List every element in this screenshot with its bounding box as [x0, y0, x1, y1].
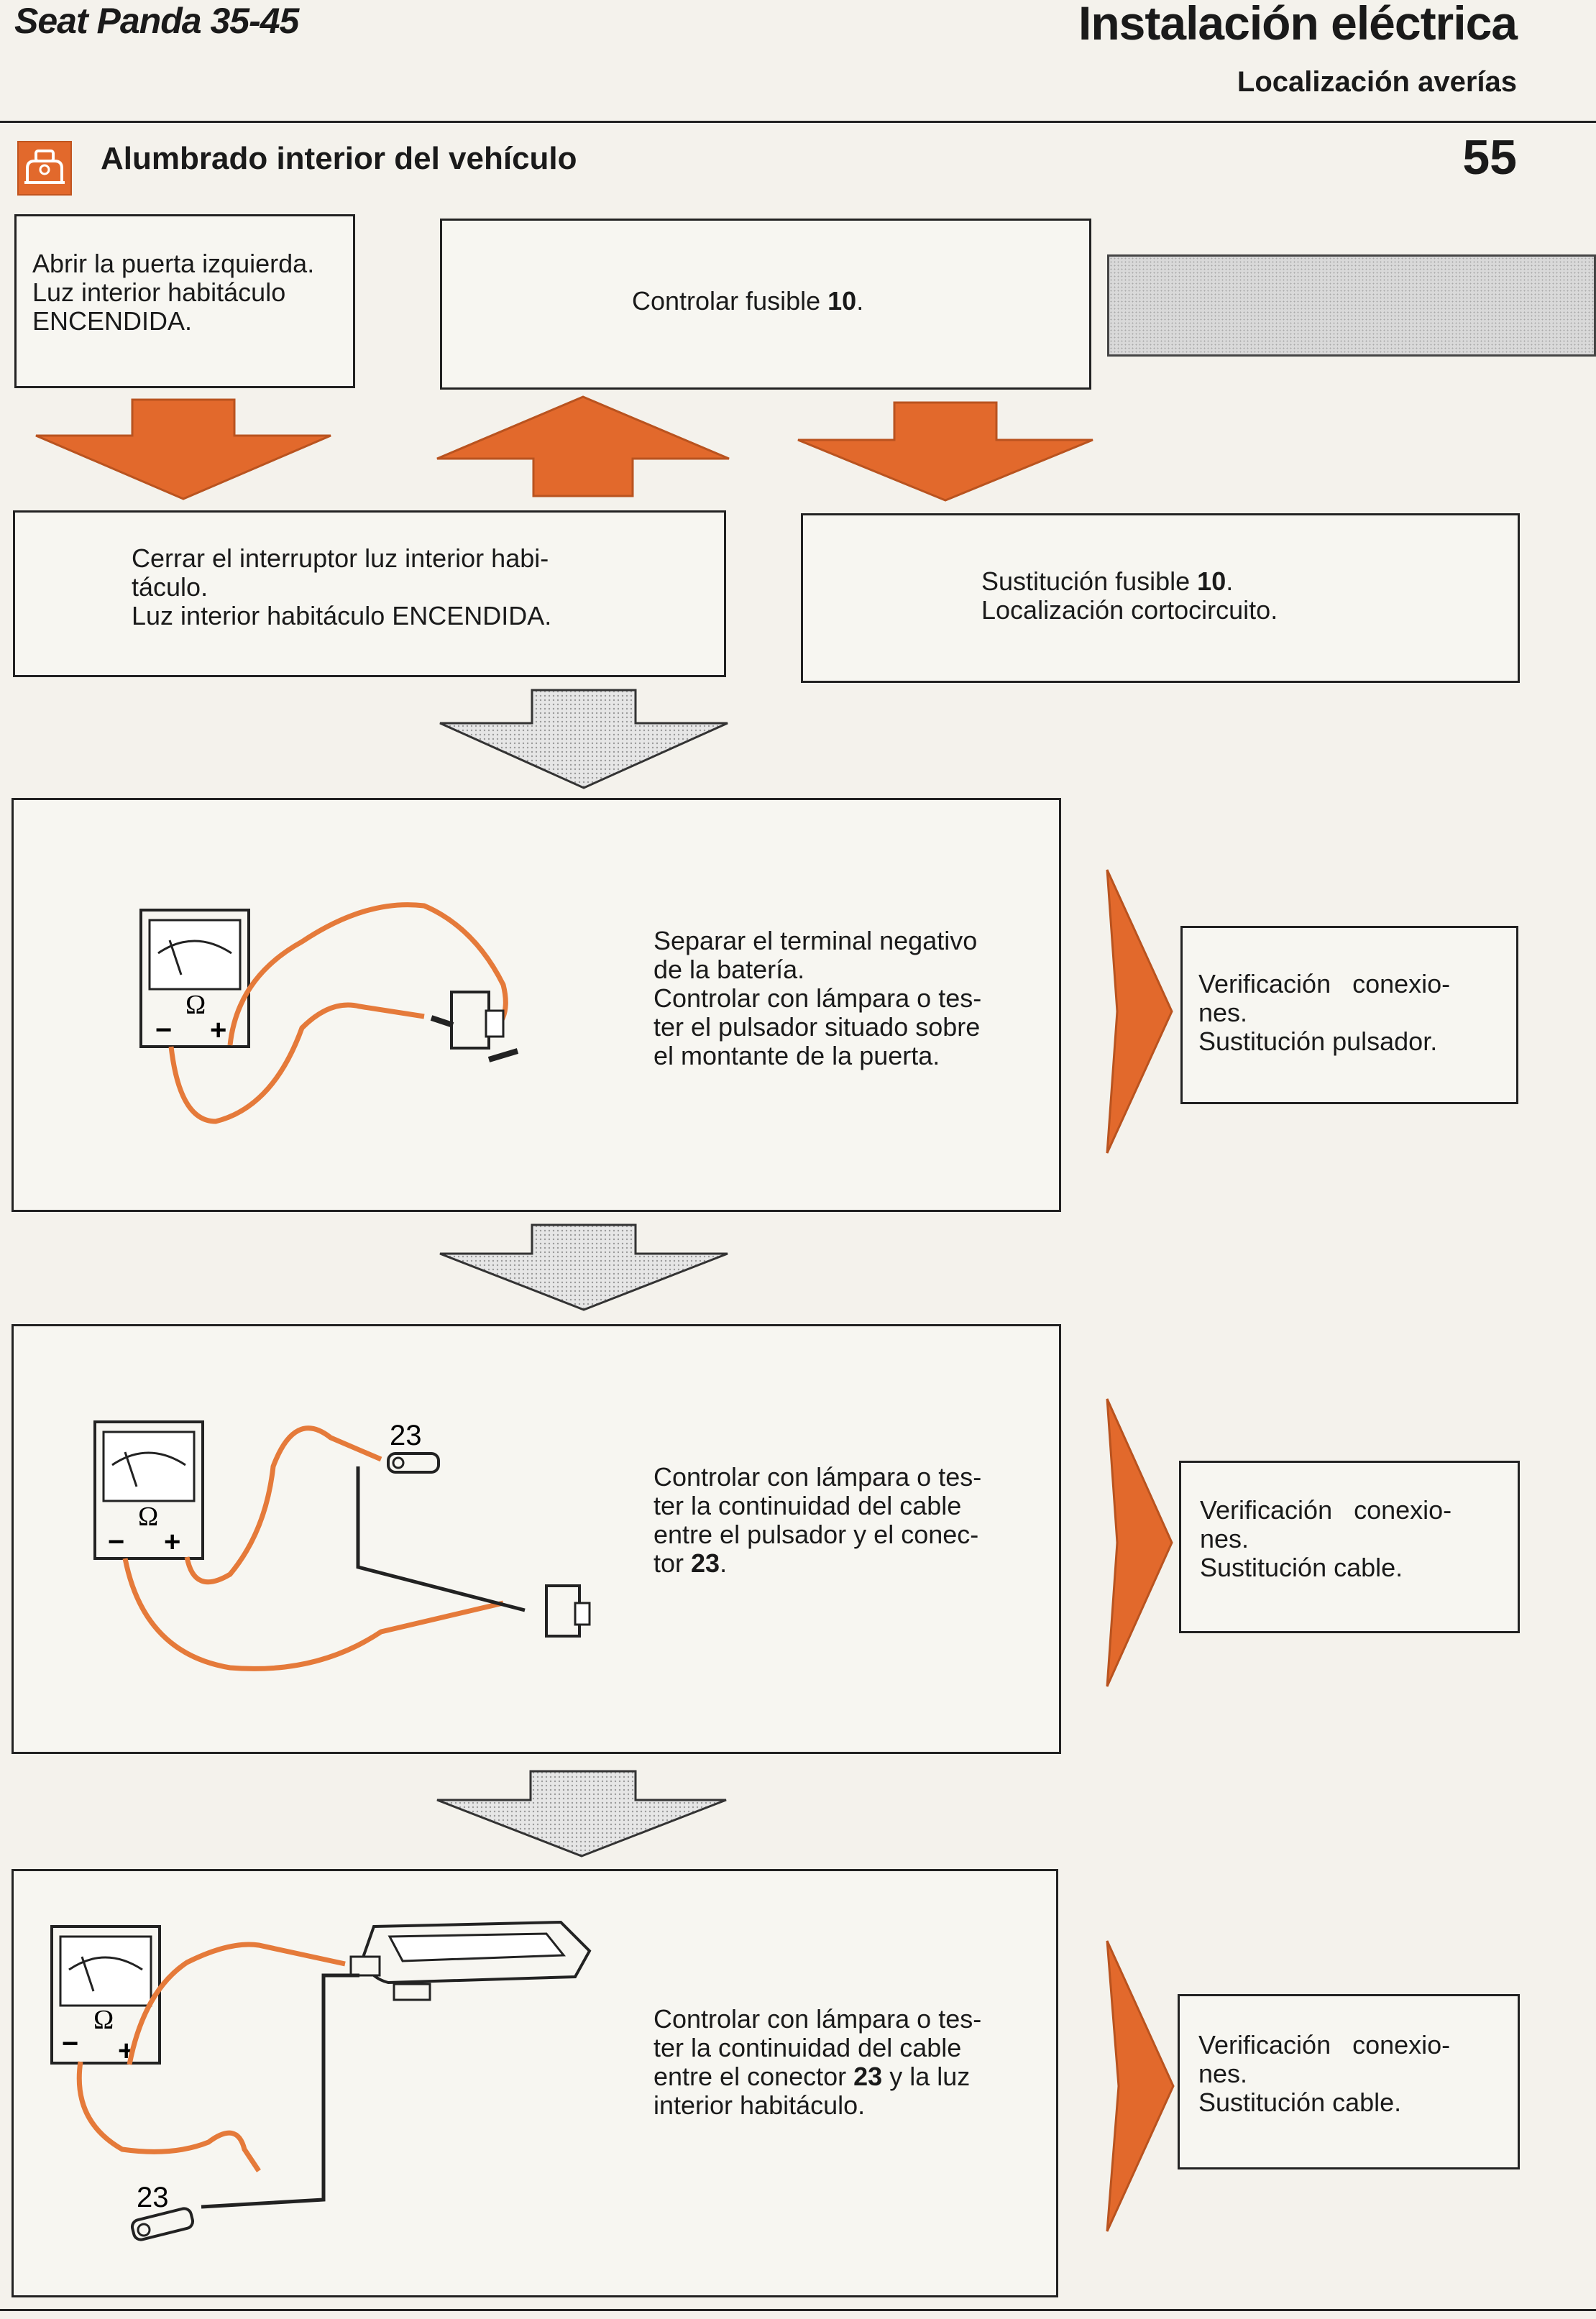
test-switch-line: Separar el terminal negativo [653, 926, 978, 955]
result-cable-switch-box: Verificación conexio- nes. Sustitución c… [1179, 1461, 1520, 1633]
manual-title: Instalación eléctrica [1078, 0, 1518, 50]
connector-number: 23 [691, 1548, 720, 1578]
footer-divider [0, 2309, 1596, 2311]
manual-subtitle: Localización averías [1237, 66, 1517, 98]
arrow-down-orange [797, 401, 1093, 502]
wire-orange [168, 1002, 425, 1124]
connector-23 [130, 2207, 195, 2241]
arrow-down-orange [35, 398, 331, 500]
arrow-up-orange [436, 395, 730, 497]
result-cable-switch-line: nes. [1200, 1524, 1249, 1553]
wire-black [356, 1466, 526, 1612]
step-close-switch-box: Cerrar el interruptor luz interior habi-… [13, 510, 726, 677]
arrow-down-grey [439, 689, 728, 789]
result-switch-line: nes. [1198, 998, 1248, 1027]
result-cable-light-line: Sustitución cable. [1198, 2088, 1402, 2117]
car-interior-light-icon [17, 141, 72, 196]
test-cable-light-line: Controlar con lámpara o tes- [653, 2004, 982, 2034]
arrow-right-orange [1106, 1398, 1173, 1687]
ohm-symbol: Ω [138, 1502, 158, 1532]
test-cable-switch-line: Controlar con lámpara o tes- [653, 1462, 982, 1492]
fuse-check-text: Controlar fusible [632, 286, 828, 316]
step-open-door-line: ENCENDIDA. [32, 306, 193, 336]
test-cable-light-text: entre el conector [653, 2062, 854, 2091]
test-cable-light-suffix: y la luz [882, 2062, 971, 2091]
step-open-door-line: Abrir la puerta izquierda. [32, 249, 315, 278]
test-cable-light-line: interior habitáculo. [653, 2090, 866, 2120]
result-switch-box: Verificación conexio- nes. Sustitución p… [1180, 926, 1518, 1104]
connector-23 [387, 1452, 440, 1474]
connector-label: 23 [137, 2182, 169, 2213]
test-switch-line: Controlar con lámpara o tes- [653, 983, 982, 1013]
wire-orange [127, 1942, 346, 2065]
page-number: 55 [1462, 130, 1517, 185]
result-switch-line: Sustitución pulsador. [1198, 1027, 1438, 1056]
door-switch [545, 1584, 581, 1638]
wire-orange [227, 902, 508, 1046]
test-switch-line: de la batería. [653, 955, 805, 984]
result-cable-switch-line: Sustitución cable. [1200, 1553, 1403, 1582]
result-cable-switch-line: Verificación conexio- [1200, 1495, 1452, 1525]
step-close-switch-line: Cerrar el interruptor luz interior habi- [132, 543, 549, 573]
header-divider [0, 121, 1596, 123]
test-cable-switch-suffix: . [720, 1548, 728, 1578]
step-open-door-line: Luz interior habitáculo [32, 277, 286, 307]
minus-terminal: − [62, 2028, 78, 2059]
ohm-symbol: Ω [185, 990, 206, 1020]
ohm-symbol: Ω [93, 2005, 114, 2035]
arrow-down-grey [439, 1223, 728, 1311]
plus-terminal: + [210, 1014, 226, 1046]
result-switch-line: Verificación conexio- [1198, 969, 1451, 998]
step-close-switch-line: táculo. [132, 572, 208, 602]
wire-orange [76, 2061, 261, 2172]
test-cable-switch-line: ter la continuidad del cable [653, 1491, 962, 1520]
wire-orange [122, 1558, 504, 1671]
minus-terminal: − [108, 1526, 124, 1558]
arrow-right-orange [1106, 1940, 1175, 2232]
door-switch [450, 991, 490, 1050]
wire-black [201, 1973, 359, 2209]
wire-orange [184, 1425, 382, 1585]
plus-terminal: + [164, 1526, 180, 1558]
section-title: Alumbrado interior del vehículo [101, 141, 577, 176]
arrow-down-grey [436, 1770, 727, 1858]
test-switch-line: el montante de la puerta. [653, 1041, 940, 1070]
step-open-door-box: Abrir la puerta izquierda. Luz interior … [14, 214, 355, 388]
fuse-replace-line: Localización cortocircuito. [981, 595, 1278, 625]
fuse-check-suffix: . [856, 286, 864, 316]
tester-diagram-2: Ω − + 23 [93, 1420, 591, 1671]
fuse-number: 10 [1197, 566, 1226, 596]
result-cable-light-line: Verificación conexio- [1198, 2030, 1451, 2059]
result-cable-light-line: nes. [1198, 2059, 1248, 2088]
step-close-switch-line: Luz interior habitáculo ENCENDIDA. [132, 601, 552, 630]
fuse-number: 10 [827, 286, 857, 316]
step-check-fuse-box: Controlar fusible 10. [440, 219, 1091, 390]
minus-terminal: − [155, 1014, 172, 1046]
faded-continuation-block [1107, 254, 1596, 357]
fuse-replace-suffix: . [1226, 566, 1234, 596]
result-cable-light-box: Verificación conexio- nes. Sustitución c… [1178, 1994, 1520, 2169]
test-cable-switch-text: tor [653, 1548, 692, 1578]
test-switch-line: ter el pulsador situado sobre [653, 1012, 981, 1042]
connector-number: 23 [853, 2062, 883, 2091]
tester-diagram-1: Ω − + [139, 902, 519, 1124]
step-replace-fuse-box: Sustitución fusible 10. Localización cor… [801, 513, 1520, 683]
connector-label: 23 [390, 1420, 422, 1451]
vehicle-model: Seat Panda 35-45 [14, 1, 299, 41]
fuse-replace-text: Sustitución fusible [981, 566, 1198, 596]
arrow-right-orange [1106, 869, 1173, 1154]
test-cable-light-line: ter la continuidad del cable [653, 2033, 962, 2062]
test-cable-switch-line: entre el pulsador y el conec- [653, 1520, 979, 1549]
tester-diagram-3: Ω − + 23 [50, 1920, 592, 2241]
